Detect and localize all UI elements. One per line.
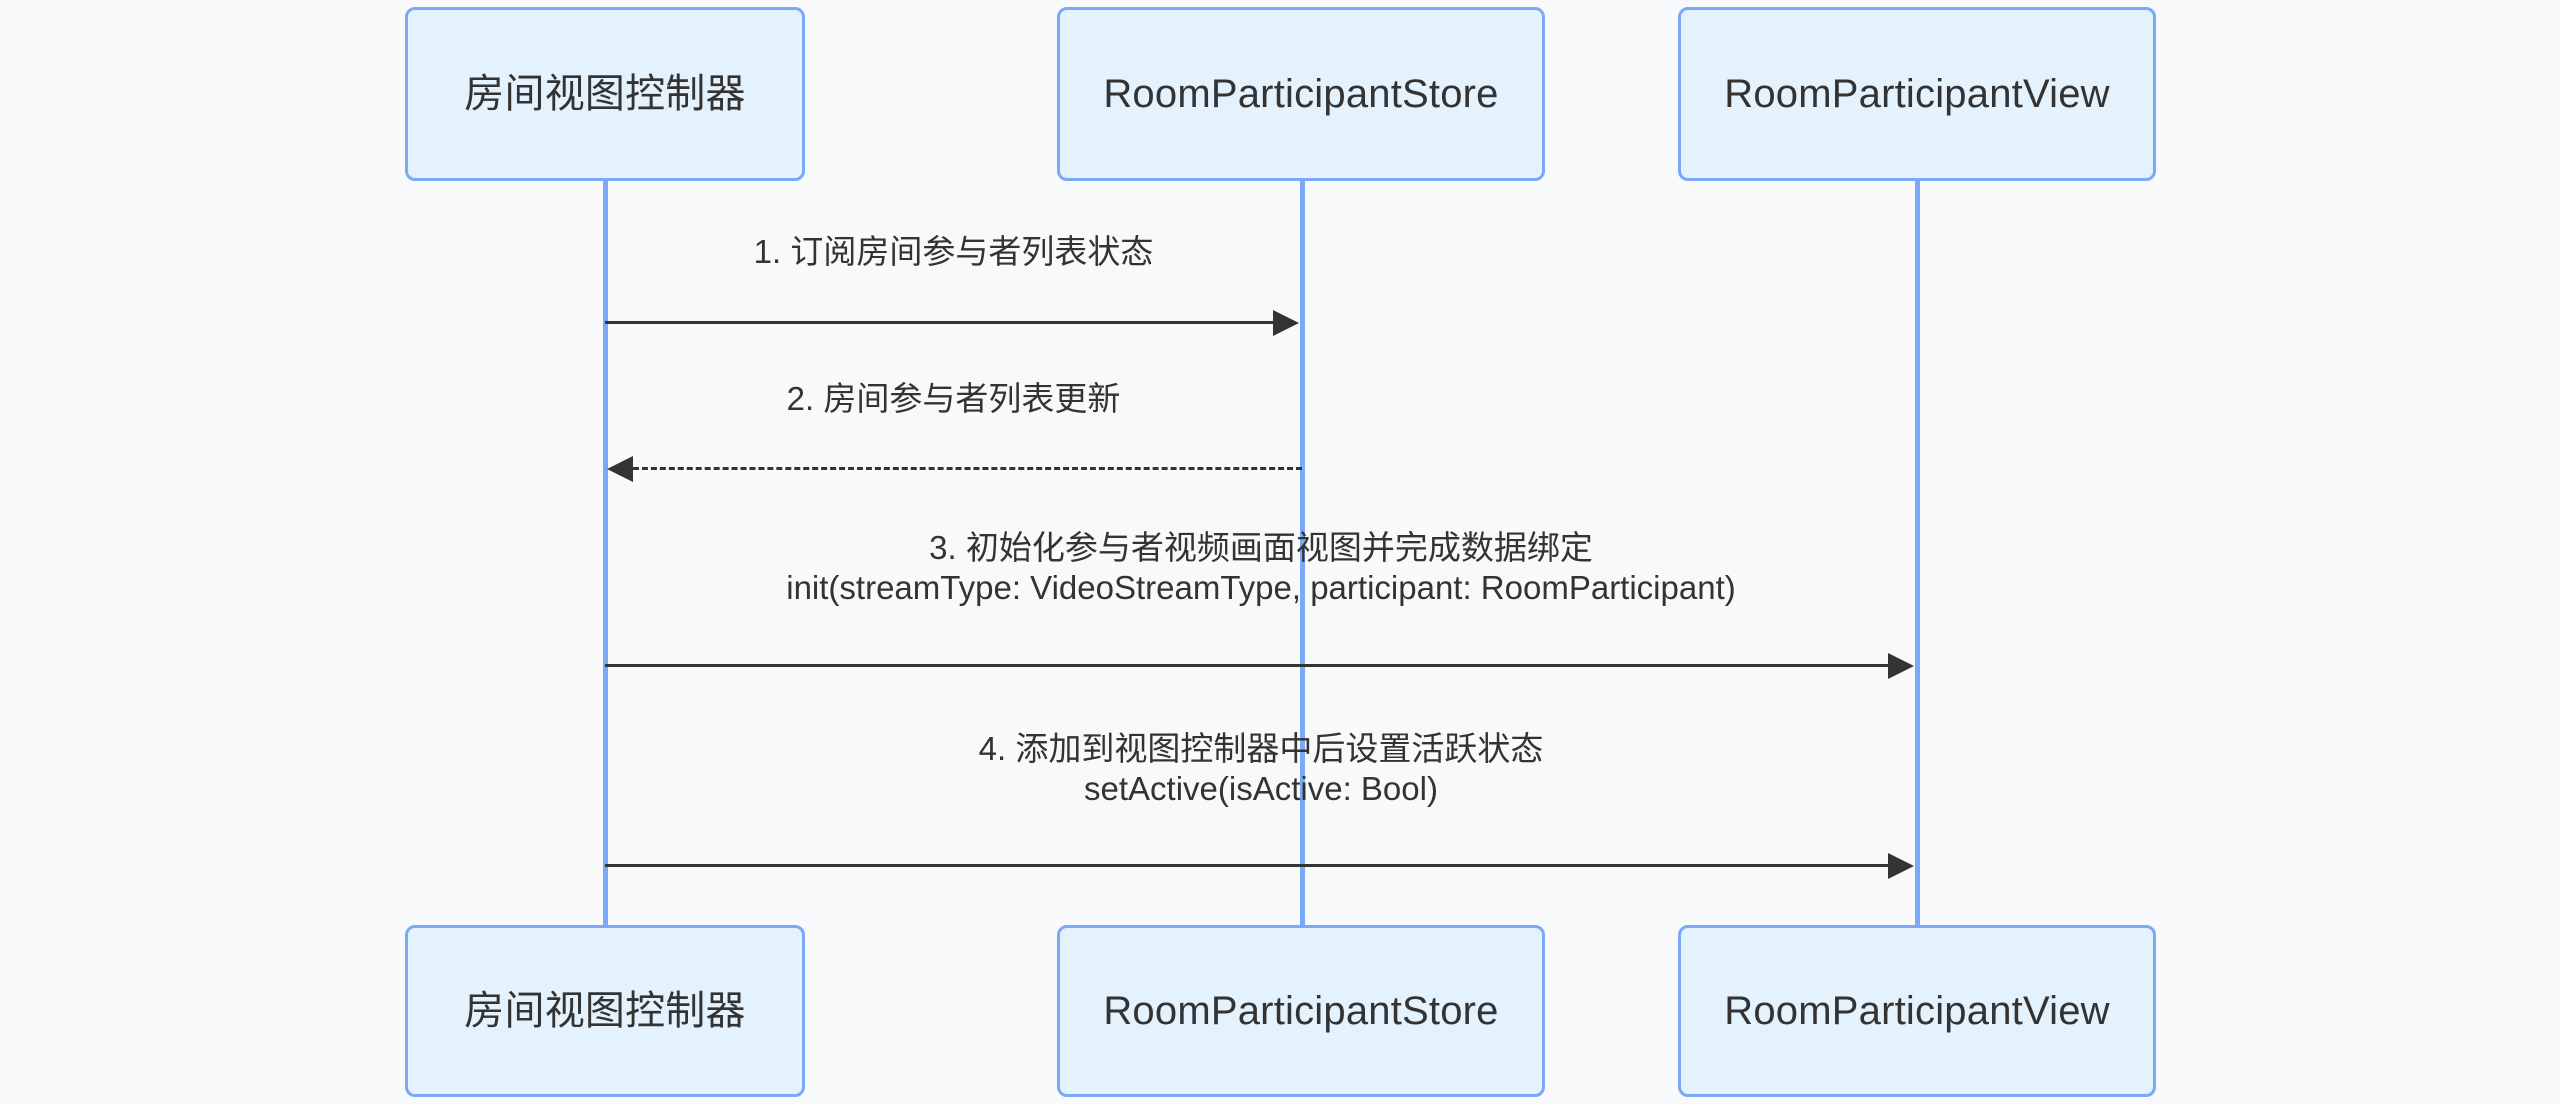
participant-box-top-room-view-controller[interactable]: 房间视图控制器 <box>405 7 805 181</box>
participant-label: RoomParticipantStore <box>1103 72 1499 116</box>
message-line-2 <box>633 467 1302 470</box>
participant-label: RoomParticipantStore <box>1103 989 1499 1033</box>
message-text-4: 4. 添加到视图控制器中后设置活跃状态 <box>978 730 1544 767</box>
message-label-2: 2. 房间参与者列表更新 <box>605 379 1302 419</box>
lifeline-room-view-controller <box>603 180 608 927</box>
participant-label: 房间视图控制器 <box>464 989 746 1033</box>
participant-box-top-room-participant-store[interactable]: RoomParticipantStore <box>1057 7 1545 181</box>
message-text-3: 3. 初始化参与者视频画面视图并完成数据绑定 <box>929 529 1593 566</box>
message-text-2: 2. 房间参与者列表更新 <box>786 380 1121 417</box>
lifeline-room-participant-view <box>1915 180 1920 927</box>
participant-label: RoomParticipantView <box>1724 989 2110 1033</box>
participant-box-bottom-room-participant-store[interactable]: RoomParticipantStore <box>1057 925 1545 1097</box>
lifeline-room-participant-store <box>1300 180 1305 927</box>
participant-label: RoomParticipantView <box>1724 72 2110 116</box>
participant-box-top-room-participant-view[interactable]: RoomParticipantView <box>1678 7 2156 181</box>
message-detail-3: init(streamType: VideoStreamType, partic… <box>786 569 1736 607</box>
message-line-3 <box>605 664 1892 667</box>
message-arrowhead-4 <box>1888 853 1914 879</box>
message-text-1: 1. 订阅房间参与者列表状态 <box>753 233 1154 270</box>
message-line-1 <box>605 321 1277 324</box>
participant-label: 房间视图控制器 <box>464 72 746 116</box>
message-label-3: 3. 初始化参与者视频画面视图并完成数据绑定 init(streamType: … <box>605 528 1917 609</box>
message-line-4 <box>605 864 1892 867</box>
message-detail-4: setActive(isActive: Bool) <box>1084 770 1438 808</box>
message-arrowhead-3 <box>1888 653 1914 679</box>
participant-box-bottom-room-participant-view[interactable]: RoomParticipantView <box>1678 925 2156 1097</box>
message-arrowhead-1 <box>1273 310 1299 336</box>
message-label-1: 1. 订阅房间参与者列表状态 <box>605 232 1302 272</box>
participant-box-bottom-room-view-controller[interactable]: 房间视图控制器 <box>405 925 805 1097</box>
message-arrowhead-2 <box>607 456 633 482</box>
message-label-4: 4. 添加到视图控制器中后设置活跃状态 setActive(isActive: … <box>605 729 1917 810</box>
